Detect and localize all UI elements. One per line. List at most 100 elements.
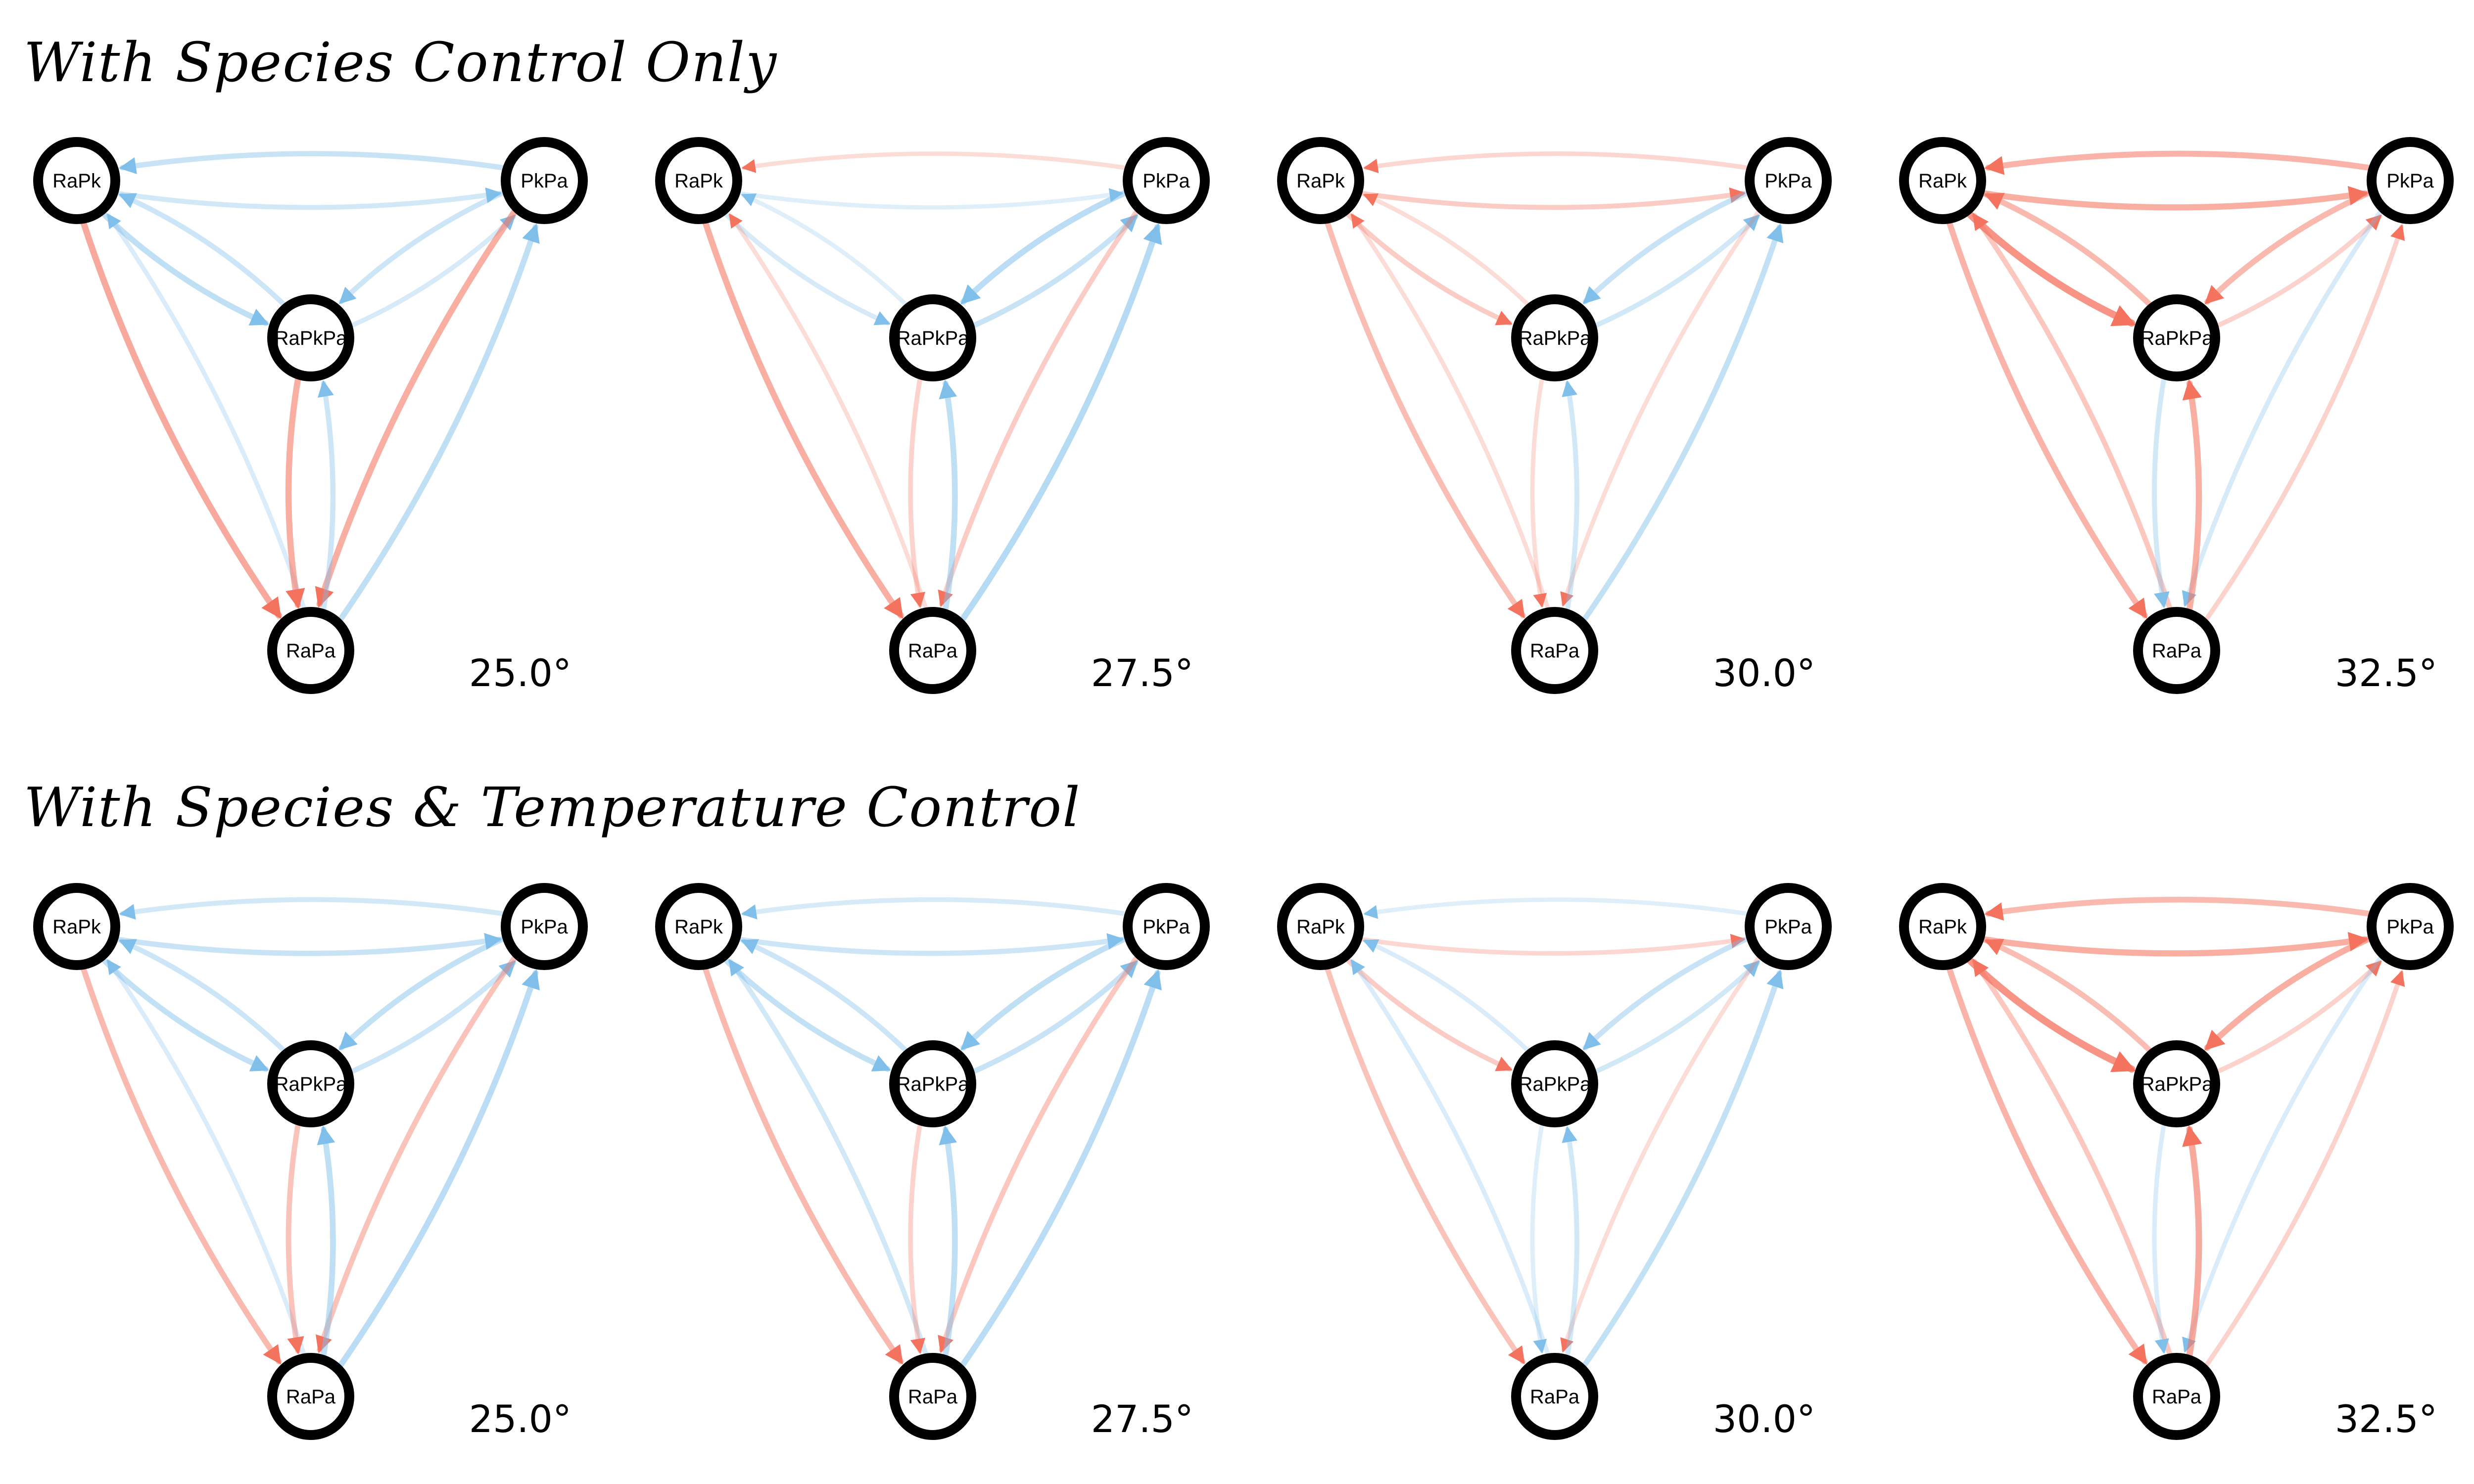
node-label-RaPk: RaPk [1296, 916, 1345, 938]
edge-RaPa-to-RaPkPa [317, 380, 336, 612]
node-PkPa [2367, 137, 2454, 224]
node-label-RaPk: RaPk [1918, 170, 1967, 192]
temperature-label: 30.0° [1713, 1397, 1815, 1441]
edge-RaPkPa-to-RaPk [118, 938, 286, 1053]
node-RaPkPa [1511, 294, 1598, 381]
node-PkPa [1123, 883, 1210, 970]
node-label-PkPa: PkPa [1142, 916, 1190, 938]
node-RaPkPa [889, 294, 976, 381]
edge-RaPa-to-RaPk [728, 959, 928, 1356]
edge-RaPkPa-to-RaPa [1530, 377, 1547, 608]
edge-RaPkPa-to-RaPk [740, 938, 908, 1053]
temperature-label: 27.5° [1091, 1397, 1193, 1441]
edge-RaPk-to-PkPa [1981, 931, 2369, 957]
edge-PkPa-to-RaPkPa [338, 190, 505, 305]
node-RaPk [1899, 137, 1986, 224]
edge-PkPa-to-RaPk [1363, 151, 1749, 174]
node-label-RaPkPa: RaPkPa [275, 327, 347, 349]
row-title-species-control: With Species Control Only [24, 31, 778, 94]
edge-RaPa-to-PkPa [959, 223, 1162, 622]
node-RaPa [267, 607, 354, 694]
node-RaPk [1277, 137, 1364, 224]
node-label-RaPa: RaPa [1530, 1386, 1580, 1408]
temperature-label: 25.0° [469, 651, 571, 695]
node-label-RaPkPa: RaPkPa [1519, 327, 1591, 349]
row-title-species-temperature-control: With Species & Temperature Control [24, 776, 1081, 839]
node-RaPkPa [267, 294, 354, 381]
node-RaPkPa [2133, 1040, 2220, 1127]
edge-PkPa-to-RaPk [1984, 150, 2372, 175]
node-label-RaPk: RaPk [1296, 170, 1345, 192]
edge-RaPa-to-RaPk [1972, 959, 2172, 1356]
edge-RaPkPa-to-RaPk [1984, 938, 2152, 1053]
edge-RaPkPa-to-RaPk [741, 193, 908, 306]
edge-RaPkPa-to-RaPa [2152, 1123, 2169, 1354]
node-label-RaPa: RaPa [2152, 1386, 2202, 1408]
edge-RaPa-to-RaPk [1972, 213, 2172, 610]
node-label-PkPa: PkPa [1142, 170, 1190, 192]
node-RaPa [2133, 607, 2220, 694]
edge-PkPa-to-RaPa [2182, 956, 2382, 1353]
edge-RaPk-to-RaPa [1325, 221, 1526, 619]
node-RaPk [655, 883, 742, 970]
edge-RaPk-to-RaPa [1947, 220, 2148, 619]
edge-PkPa-to-RaPa [315, 209, 518, 608]
temperature-label: 25.0° [469, 1397, 571, 1441]
edge-RaPk-to-PkPa [1981, 186, 2369, 211]
edge-RaPkPa-to-PkPa [2216, 960, 2382, 1074]
node-label-RaPkPa: RaPkPa [2141, 327, 2213, 349]
edge-PkPa-to-RaPk [741, 897, 1127, 920]
node-label-PkPa: PkPa [2386, 170, 2434, 192]
edge-PkPa-to-RaPkPa [338, 936, 506, 1051]
edge-RaPk-to-PkPa [115, 932, 502, 956]
node-RaPa [2133, 1353, 2220, 1440]
edge-PkPa-to-RaPa [1560, 210, 1760, 607]
edge-RaPa-to-RaPk [106, 959, 306, 1356]
edge-RaPk-to-RaPa [703, 967, 904, 1365]
edge-PkPa-to-RaPk [119, 151, 506, 175]
edge-RaPkPa-to-RaPk [1984, 192, 2152, 307]
edge-RaPk-to-RaPkPa [1966, 957, 2136, 1073]
edge-RaPa-to-PkPa [337, 969, 540, 1368]
edge-RaPa-to-RaPk [1350, 959, 1550, 1356]
edge-PkPa-to-RaPkPa [1582, 936, 1750, 1051]
node-PkPa [501, 883, 588, 970]
node-RaPa [1511, 607, 1598, 694]
edge-RaPkPa-to-RaPa [285, 1122, 304, 1354]
edge-RaPkPa-to-RaPk [1363, 193, 1530, 306]
edge-RaPk-to-PkPa [116, 187, 502, 210]
edge-RaPa-to-PkPa [1582, 224, 1784, 622]
edge-RaPa-to-RaPkPa [1562, 380, 1579, 611]
edge-PkPa-to-RaPkPa [2204, 190, 2372, 305]
edge-PkPa-to-RaPk [741, 151, 1127, 173]
edge-RaPa-to-RaPk [106, 213, 306, 610]
node-RaPkPa [2133, 294, 2220, 381]
node-label-RaPa: RaPa [1530, 640, 1580, 662]
temperature-label: 32.5° [2335, 651, 2437, 695]
edge-RaPa-to-PkPa [1582, 970, 1784, 1368]
edge-RaPa-to-RaPkPa [939, 379, 958, 612]
node-RaPa [1511, 1353, 1598, 1440]
node-PkPa [2367, 883, 2454, 970]
edge-PkPa-to-RaPa [2182, 209, 2383, 607]
node-RaPa [889, 1353, 976, 1440]
edge-PkPa-to-RaPkPa [2204, 936, 2372, 1051]
temperature-label: 27.5° [1091, 651, 1193, 695]
edge-RaPk-to-RaPkPa [101, 211, 269, 326]
temperature-label: 32.5° [2335, 1397, 2437, 1441]
node-label-RaPa: RaPa [908, 1386, 958, 1408]
edge-RaPkPa-to-RaPa [908, 377, 926, 608]
edge-RaPk-to-RaPa [81, 967, 282, 1365]
node-label-RaPkPa: RaPkPa [1519, 1073, 1591, 1095]
edge-RaPk-to-RaPa [1947, 966, 2148, 1365]
node-label-RaPk: RaPk [1918, 916, 1967, 938]
edge-PkPa-to-RaPk [1984, 896, 2372, 921]
node-RaPkPa [889, 1040, 976, 1127]
node-label-PkPa: PkPa [1764, 170, 1812, 192]
edge-RaPkPa-to-PkPa [2216, 214, 2382, 328]
node-RaPkPa [267, 1040, 354, 1127]
